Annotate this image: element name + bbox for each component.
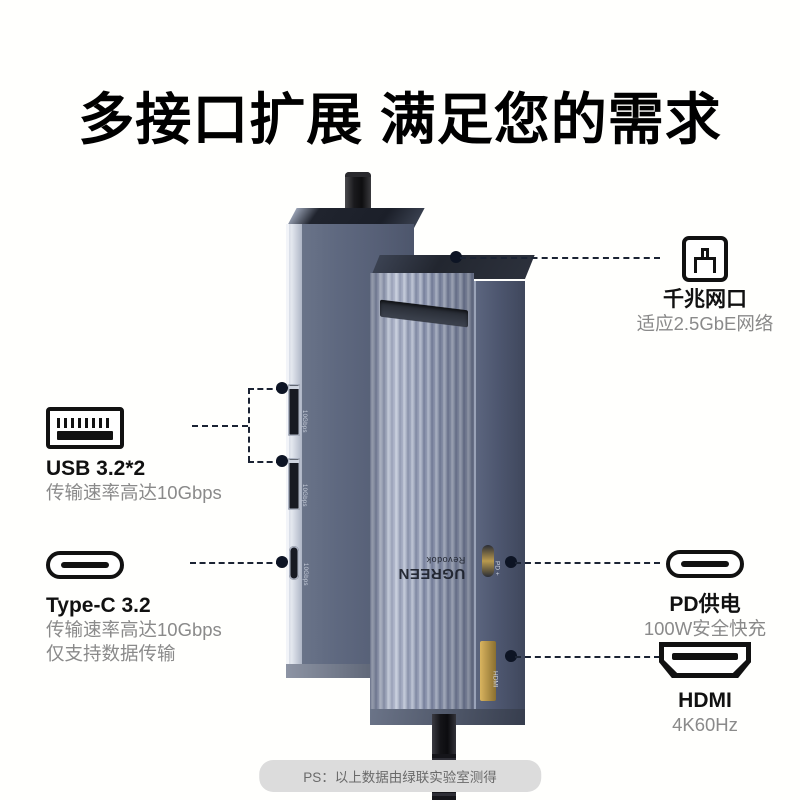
hdmi-icon-inner — [664, 647, 746, 673]
product-port-usb-top: 10Gbps — [288, 384, 307, 436]
product-port-typec: 10Gbps — [289, 546, 308, 586]
port-lip — [289, 460, 299, 463]
usb-icon-teeth — [57, 418, 113, 428]
usb-a-icon — [46, 405, 222, 451]
feature-typec-subtitle-1: 传输速率高达10Gbps — [46, 619, 222, 641]
usb-leader-branch-top — [248, 388, 282, 390]
product-brand-mark: UGREEN Revodok — [398, 555, 465, 582]
feature-ethernet-title: 千兆网口 — [663, 288, 747, 311]
feature-usb: USB 3.2*2 传输速率高达10Gbps — [46, 405, 222, 505]
port-label-usb-bottom: 10Gbps — [301, 484, 307, 507]
feature-usb-title: USB 3.2*2 — [46, 457, 146, 480]
port-label-hdmi: HDMI — [491, 671, 499, 688]
rear-edge-highlight — [286, 224, 289, 678]
typec-anchor-dot — [276, 556, 288, 568]
front-fins-shading — [370, 273, 474, 725]
usb-anchor-dot-top — [276, 382, 288, 394]
rj45-body — [694, 257, 716, 273]
footer-note: PS：以上数据由绿联实验室测得 — [259, 760, 541, 792]
feature-pd-title: PD供电 — [669, 593, 741, 616]
pd-anchor-dot — [505, 556, 517, 568]
cable-cap — [345, 172, 371, 177]
rj45-plug — [694, 248, 716, 273]
port-lip — [289, 386, 299, 389]
front-heatsink-fins — [370, 273, 474, 725]
feature-hdmi-title: HDMI — [678, 689, 732, 712]
port-label-typec: 10Gbps — [302, 563, 308, 586]
rj45-ethernet-icon — [625, 236, 785, 282]
product-port-hdmi: HDMI — [480, 641, 499, 701]
brand-name: UGREEN — [398, 565, 466, 582]
usb-leader-branch-bottom — [248, 461, 282, 463]
product-port-pd: PD + — [482, 545, 501, 577]
feature-ethernet-subtitle-1: 适应2.5GbE网络 — [636, 313, 774, 335]
feature-typec: Type-C 3.2 传输速率高达10Gbps 仅支持数据传输 — [46, 542, 222, 665]
hdmi-leader-line — [515, 656, 660, 658]
feature-pd: PD供电 100W安全快充 — [625, 541, 785, 641]
feature-hdmi: HDMI 4K60Hz — [625, 637, 785, 737]
usb-leader-stem — [192, 425, 248, 427]
feature-usb-subtitle-1: 传输速率高达10Gbps — [46, 482, 222, 504]
type-c-icon — [625, 541, 785, 587]
ethernet-leader-line — [460, 257, 660, 259]
ethernet-anchor-dot — [450, 251, 462, 263]
typec-icon-bar — [61, 562, 109, 568]
front-side-highlight — [474, 281, 476, 725]
feature-ethernet: 千兆网口 适应2.5GbE网络 — [625, 236, 785, 336]
hdmi-icon — [625, 637, 785, 683]
feature-hdmi-subtitle-1: 4K60Hz — [672, 714, 738, 736]
typec-icon-bar — [681, 561, 729, 567]
hdmi-icon-slot — [672, 653, 738, 660]
rj45-tab — [701, 248, 709, 257]
port-label-usb-top: 10Gbps — [301, 410, 307, 433]
pd-leader-line — [515, 562, 660, 564]
hdmi-anchor-dot — [505, 650, 517, 662]
feature-typec-title: Type-C 3.2 — [46, 594, 151, 617]
typec-leader-line — [190, 562, 282, 564]
product-port-usb-bottom: 10Gbps — [288, 458, 307, 510]
usb-leader-spine — [248, 388, 250, 462]
usb-icon-bar — [57, 431, 113, 440]
brand-model: Revodok — [426, 555, 466, 565]
feature-pd-subtitle-1: 100W安全快充 — [643, 618, 767, 640]
port-label-pd: PD + — [493, 561, 501, 576]
type-c-icon — [46, 542, 222, 588]
usb-anchor-dot-bottom — [276, 455, 288, 467]
page-title: 多接口扩展 满足您的需求 — [78, 88, 722, 151]
product-front-unit: UGREEN Revodok PD + HDMI — [370, 255, 535, 725]
feature-typec-subtitle-2: 仅支持数据传输 — [46, 642, 176, 664]
